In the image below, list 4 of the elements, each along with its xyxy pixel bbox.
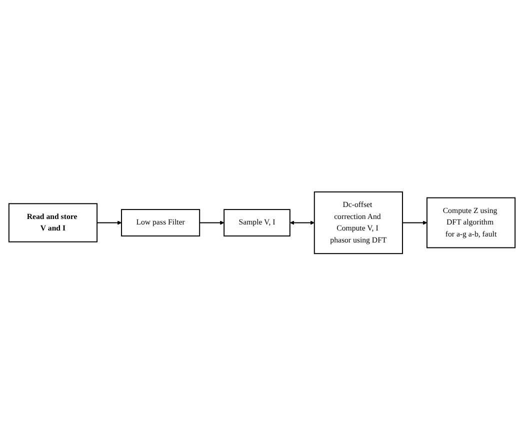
arrow <box>402 220 428 226</box>
arrow <box>290 220 315 226</box>
arrow <box>96 220 122 226</box>
arrow <box>199 220 224 226</box>
